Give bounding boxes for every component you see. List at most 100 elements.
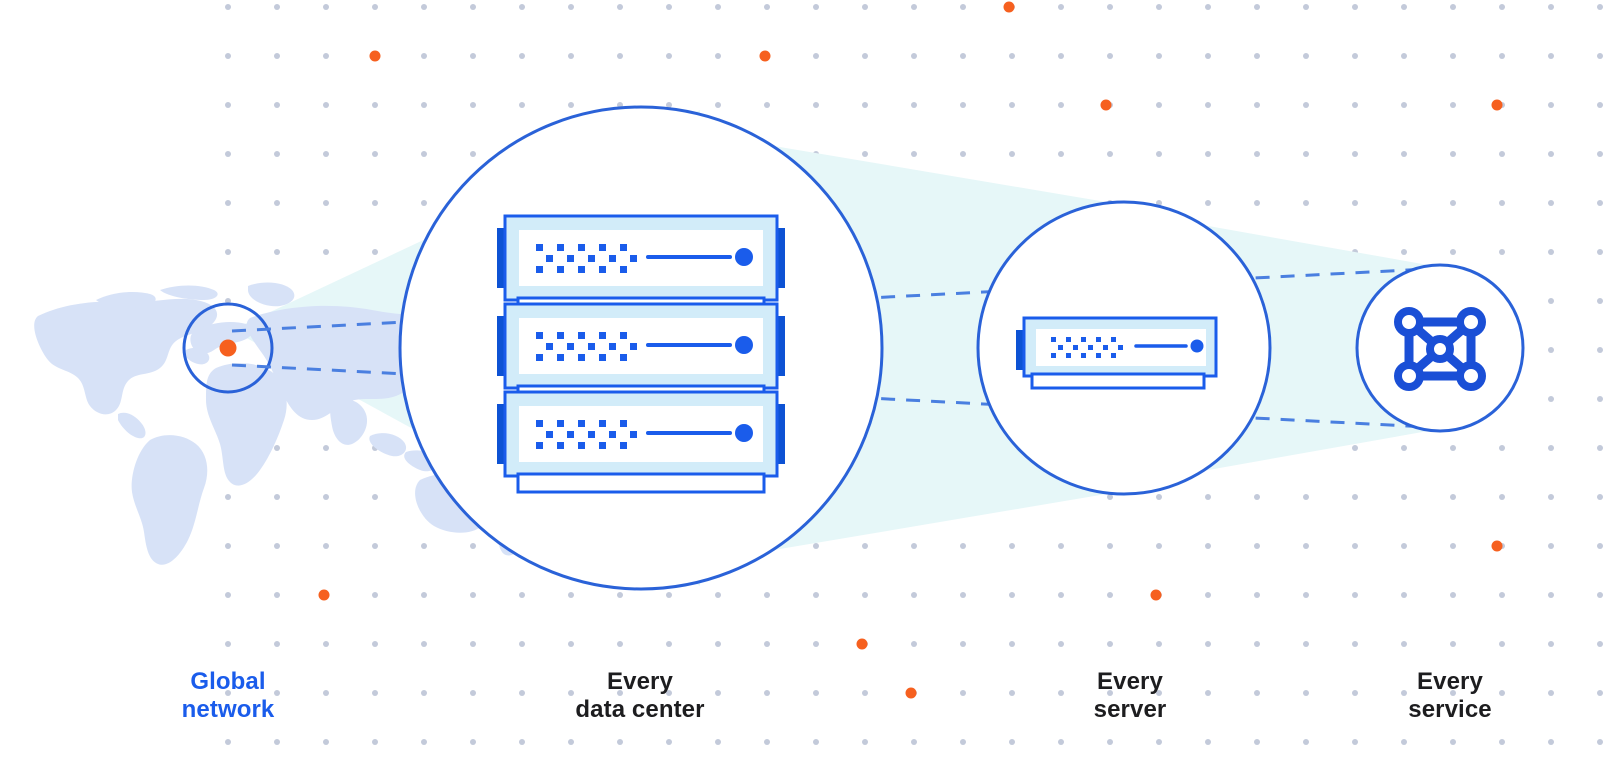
accent-dot bbox=[369, 50, 381, 62]
grid-dot bbox=[960, 102, 966, 108]
grid-dot bbox=[225, 102, 231, 108]
grid-dot bbox=[911, 102, 917, 108]
grid-dot bbox=[1499, 592, 1505, 598]
stage-label-global-network: Global network bbox=[181, 668, 275, 724]
grid-dot bbox=[1450, 494, 1456, 500]
grid-dot bbox=[1058, 690, 1064, 696]
grid-dot bbox=[1254, 641, 1260, 647]
grid-dot bbox=[813, 543, 819, 549]
grid-dot bbox=[715, 53, 721, 59]
grid-dot bbox=[1548, 690, 1554, 696]
grid-dot bbox=[421, 592, 427, 598]
grid-dot bbox=[1352, 494, 1358, 500]
grid-dot bbox=[1548, 53, 1554, 59]
grid-dot bbox=[813, 739, 819, 745]
grid-dot bbox=[1303, 151, 1309, 157]
grid-dot bbox=[372, 592, 378, 598]
grid-dot bbox=[421, 543, 427, 549]
grid-dot bbox=[1597, 739, 1603, 745]
grid-dot bbox=[372, 151, 378, 157]
grid-dot bbox=[323, 445, 329, 451]
grid-dot bbox=[1009, 641, 1015, 647]
grid-dot bbox=[1205, 690, 1211, 696]
grid-dot bbox=[225, 200, 231, 206]
grid-dot bbox=[519, 690, 525, 696]
grid-dot bbox=[421, 53, 427, 59]
grid-dot bbox=[470, 151, 476, 157]
grid-dot bbox=[1597, 102, 1603, 108]
grid-dot bbox=[911, 53, 917, 59]
grid-dot bbox=[960, 4, 966, 10]
grid-dot bbox=[372, 494, 378, 500]
grid-dot bbox=[813, 690, 819, 696]
grid-dot bbox=[1597, 396, 1603, 402]
grid-dot bbox=[372, 4, 378, 10]
grid-dot bbox=[1401, 641, 1407, 647]
grid-dot bbox=[1254, 4, 1260, 10]
grid-dot bbox=[323, 102, 329, 108]
global-network-highlight-circle bbox=[182, 302, 274, 394]
grid-dot bbox=[568, 641, 574, 647]
grid-dot bbox=[666, 592, 672, 598]
grid-dot bbox=[862, 543, 868, 549]
grid-dot bbox=[960, 592, 966, 598]
grid-dot bbox=[568, 739, 574, 745]
grid-dot bbox=[1107, 494, 1113, 500]
grid-dot bbox=[519, 592, 525, 598]
grid-dot bbox=[764, 690, 770, 696]
grid-dot bbox=[1156, 151, 1162, 157]
grid-dot bbox=[1156, 494, 1162, 500]
grid-dot bbox=[862, 690, 868, 696]
grid-dot bbox=[1205, 543, 1211, 549]
grid-dot bbox=[960, 641, 966, 647]
grid-dot bbox=[1450, 445, 1456, 451]
grid-dot bbox=[1352, 4, 1358, 10]
grid-dot bbox=[1548, 445, 1554, 451]
grid-dot bbox=[1205, 200, 1211, 206]
grid-dot bbox=[274, 4, 280, 10]
grid-dot bbox=[421, 739, 427, 745]
grid-dot bbox=[1303, 641, 1309, 647]
grid-dot bbox=[1401, 4, 1407, 10]
grid-dot bbox=[225, 249, 231, 255]
grid-dot bbox=[568, 4, 574, 10]
grid-dot bbox=[764, 592, 770, 598]
grid-dot bbox=[1254, 102, 1260, 108]
grid-dot bbox=[1058, 641, 1064, 647]
grid-dot bbox=[1254, 592, 1260, 598]
grid-dot bbox=[813, 102, 819, 108]
grid-dot bbox=[274, 739, 280, 745]
grid-dot bbox=[1548, 641, 1554, 647]
grid-dot bbox=[617, 690, 623, 696]
grid-dot bbox=[1107, 690, 1113, 696]
grid-dot bbox=[1499, 690, 1505, 696]
grid-dot bbox=[1107, 53, 1113, 59]
grid-dot bbox=[470, 739, 476, 745]
grid-dot bbox=[1009, 53, 1015, 59]
grid-dot bbox=[1058, 4, 1064, 10]
grid-dot bbox=[666, 53, 672, 59]
grid-dot bbox=[1499, 494, 1505, 500]
grid-dot bbox=[1254, 543, 1260, 549]
grid-dot bbox=[1058, 543, 1064, 549]
stage-label-every-server: Every server bbox=[1093, 668, 1167, 724]
grid-dot bbox=[1156, 53, 1162, 59]
grid-dot bbox=[1450, 641, 1456, 647]
grid-dot bbox=[1401, 102, 1407, 108]
grid-dot bbox=[1107, 739, 1113, 745]
server-unit-icon bbox=[1016, 316, 1218, 390]
grid-dot bbox=[715, 739, 721, 745]
grid-dot bbox=[519, 53, 525, 59]
grid-dot bbox=[1499, 739, 1505, 745]
grid-dot bbox=[1499, 151, 1505, 157]
grid-dot bbox=[1499, 249, 1505, 255]
grid-dot bbox=[1009, 102, 1015, 108]
grid-dot bbox=[1401, 53, 1407, 59]
grid-dot bbox=[1597, 249, 1603, 255]
grid-dot bbox=[421, 690, 427, 696]
rack-unit bbox=[497, 390, 785, 478]
accent-dot bbox=[222, 342, 234, 354]
grid-dot bbox=[1499, 200, 1505, 206]
grid-dot bbox=[470, 592, 476, 598]
grid-dot bbox=[862, 102, 868, 108]
